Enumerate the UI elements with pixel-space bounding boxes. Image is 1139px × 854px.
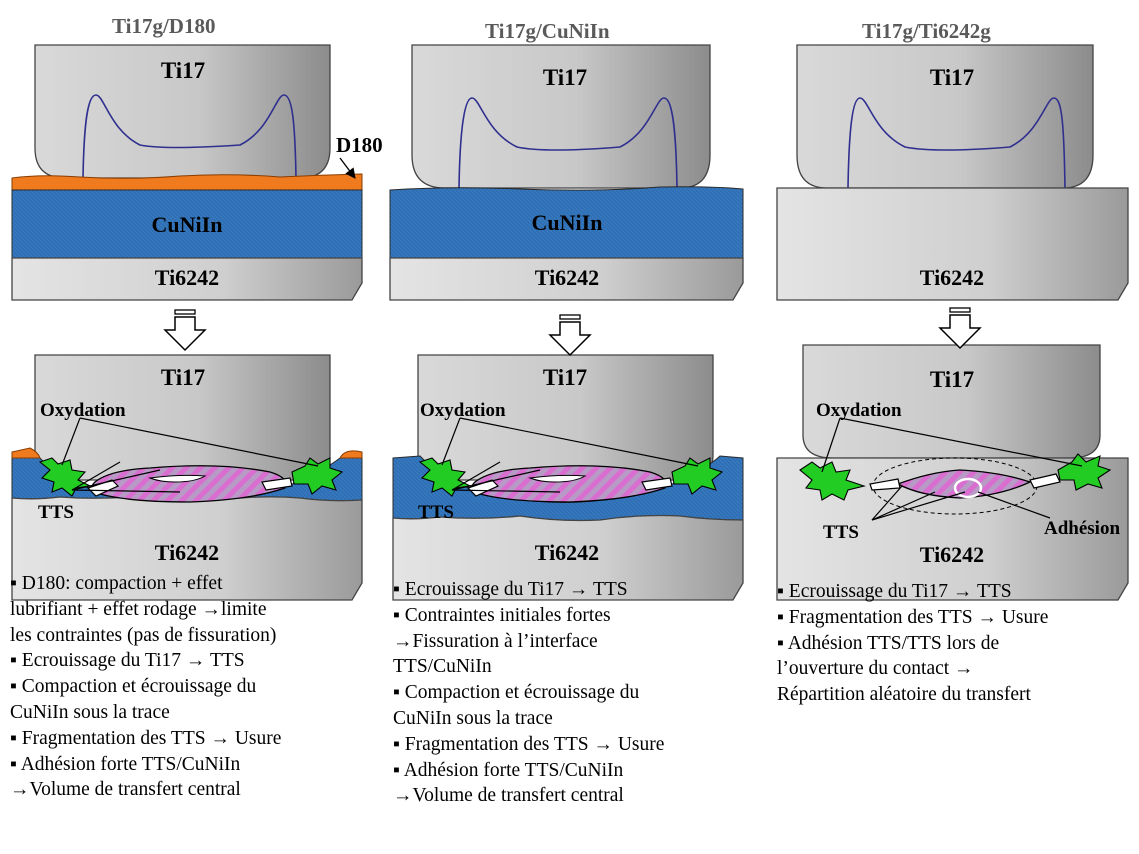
column-3-after [776,344,1129,601]
note-line: ▪ Compaction et écrouissage du [393,682,640,704]
column-title-1: Ti17g/D180 [112,14,216,38]
note-line: ▪ Ecrouissage du Ti17 → TTS [777,581,1012,602]
label-oxydation: Oxydation [420,400,506,421]
column-title-2: Ti17g/CuNiIn [485,19,610,43]
label-tts: TTS [38,502,74,523]
note-line: ▪ Ecrouissage du Ti17 → TTS [10,650,245,672]
column-1-after [11,354,363,601]
ti6242-substrate [11,257,363,301]
note-line: →Volume de transfert central [10,779,241,801]
label-ti17: Ti17 [543,365,587,390]
oxide-right [671,457,724,495]
oxide-callout-lines [441,417,699,493]
note-line: ▪ Fragmentation des TTS → Usure [10,727,282,749]
column-1-before [11,44,363,301]
note-line: lubrifiant + effet rodage →limite [10,598,267,620]
note-line: ▪ Compaction et écrouissage du [10,676,257,698]
transition-arrow [549,314,591,356]
label-ti6242: Ti6242 [535,540,599,565]
cuniin-layer [11,189,363,259]
crack-inner [148,474,207,483]
adhesion-spot [953,477,983,499]
oxide-left [799,461,866,501]
label-tts: TTS [418,502,454,523]
label-ti6242: Ti6242 [155,265,219,290]
notes-column-1: ▪ D180: compaction + effet lubrifiant + … [10,571,281,803]
ti6242-substrate [776,187,1129,301]
label-tts: TTS [823,522,859,543]
ti6242-substrate [776,457,1129,601]
label-ti17: Ti17 [161,58,205,83]
crack-right [641,477,673,491]
note-line: les contraintes (pas de fissuration) [10,624,277,646]
note-line: ▪ Adhésion TTS/TTS lors de [777,632,1000,654]
label-ti6242: Ti6242 [535,265,599,290]
label-ti6242: Ti6242 [155,540,219,565]
label-ti17: Ti17 [161,365,205,390]
note-line: ▪ Fragmentation des TTS → Usure [777,606,1049,628]
tts-transfer [896,469,1032,499]
note-line: ▪ Contraintes initiales fortes [393,604,611,626]
column-title-3: Ti17g/Ti6242g [862,19,991,43]
label-ti17: Ti17 [930,65,974,90]
crack-right [1029,473,1061,489]
note-line: CuNiIn sous la trace [393,707,553,729]
oxide-right [291,457,344,495]
notes-column-2: ▪ Ecrouissage du Ti17 → TTS ▪ Contrainte… [393,577,664,809]
transition-arrow [164,309,206,351]
label-ti6242: Ti6242 [920,542,984,567]
oxide-callout-lines [61,417,319,493]
note-line: →Volume de transfert central [393,785,624,807]
note-line: TTS/CuNiIn [393,656,492,678]
note-line: l’ouverture du contact → [777,658,974,680]
note-line: ▪ Adhésion forte TTS/CuNiIn [10,753,241,775]
label-oxydation: Oxydation [40,400,126,421]
ti6242-substrate [392,514,744,601]
column-2-before [389,44,744,301]
label-cuniin: CuNiIn [152,212,223,237]
label-oxydation: Oxydation [816,400,902,421]
column-3-before [776,44,1129,301]
label-ti6242: Ti6242 [920,265,984,290]
note-line: Répartition aléatoire du transfert [777,684,1031,706]
label-adhesion: Adhésion [1044,518,1120,539]
pressure-profile-line [458,97,678,189]
ti6242-substrate [389,257,744,301]
note-line: ▪ D180: compaction + effet [10,573,223,594]
transition-arrow [939,307,981,349]
coating-pointer [339,157,356,179]
note-line: ▪ Ecrouissage du Ti17 → TTS [393,579,628,600]
d180-remnant-right [339,450,363,459]
oxide-callout-lines [821,417,1083,521]
crack-inner [528,474,587,483]
note-line: ▪ Adhésion forte TTS/CuNiIn [393,759,624,781]
label-ti17: Ti17 [930,367,974,392]
oxide-right [1057,453,1112,491]
d180-remnant-left [11,447,41,459]
label-d180: D180 [336,133,383,157]
label-ti17: Ti17 [543,65,587,90]
note-line: ▪ Fragmentation des TTS → Usure [393,733,665,755]
d180-coating [11,173,363,191]
notes-column-3: ▪ Ecrouissage du Ti17 → TTS ▪ Fragmentat… [777,579,1048,708]
pressure-profile-line [82,94,297,179]
note-line: CuNiIn sous la trace [10,701,170,723]
crack-right [261,477,293,491]
pressure-profile-line [847,97,1066,189]
note-line: →Fissuration à l’interface [393,630,598,652]
cuniin-layer [389,186,744,259]
label-cuniin: CuNiIn [532,210,603,235]
column-2-after [392,354,744,601]
